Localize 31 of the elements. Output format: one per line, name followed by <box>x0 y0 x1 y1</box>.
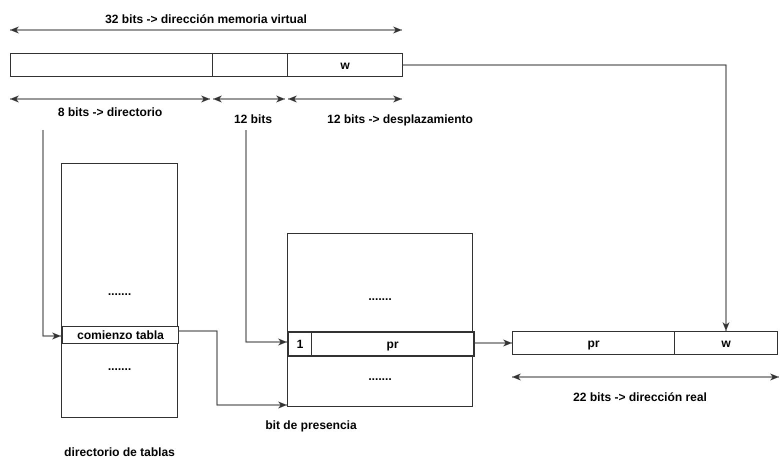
field-label: comienzo tabla <box>76 328 165 342</box>
arrow <box>472 339 512 347</box>
dimension-label: 22 bits -> dirección real <box>573 390 707 404</box>
field-label: w <box>339 58 351 72</box>
dimension-label: 8 bits -> directorio <box>56 105 164 119</box>
field-label: pr <box>386 337 400 351</box>
memory-field <box>62 326 179 344</box>
memory-field <box>287 53 403 77</box>
bit-field <box>212 53 288 77</box>
ellipsis-text: ....... <box>106 359 132 373</box>
table-caption: directorio de tablas <box>64 445 175 459</box>
memory-field <box>288 332 312 356</box>
field-label: pr <box>586 336 600 350</box>
ellipsis-text: ....... <box>367 369 393 383</box>
ellipsis-text: ....... <box>367 289 393 303</box>
arrow <box>402 64 730 332</box>
arrow <box>246 130 288 346</box>
field-label: w <box>720 336 732 350</box>
dimension-label: 12 bits -> desplazamiento <box>327 112 473 126</box>
annotation-text: bit de presencia <box>265 418 357 432</box>
dimension-label: 12 bits <box>232 112 273 126</box>
arrow <box>178 330 288 409</box>
arrow <box>42 130 62 340</box>
page-table-box <box>287 233 473 407</box>
memory-field <box>512 331 675 355</box>
table-directory-box <box>61 163 178 418</box>
field-label: 1 <box>296 337 304 351</box>
memory-field <box>674 331 778 355</box>
ellipsis-text: ....... <box>106 284 132 298</box>
dimension-label: 32 bits -> dirección memoria virtual <box>105 12 307 26</box>
bit-field <box>10 53 213 77</box>
